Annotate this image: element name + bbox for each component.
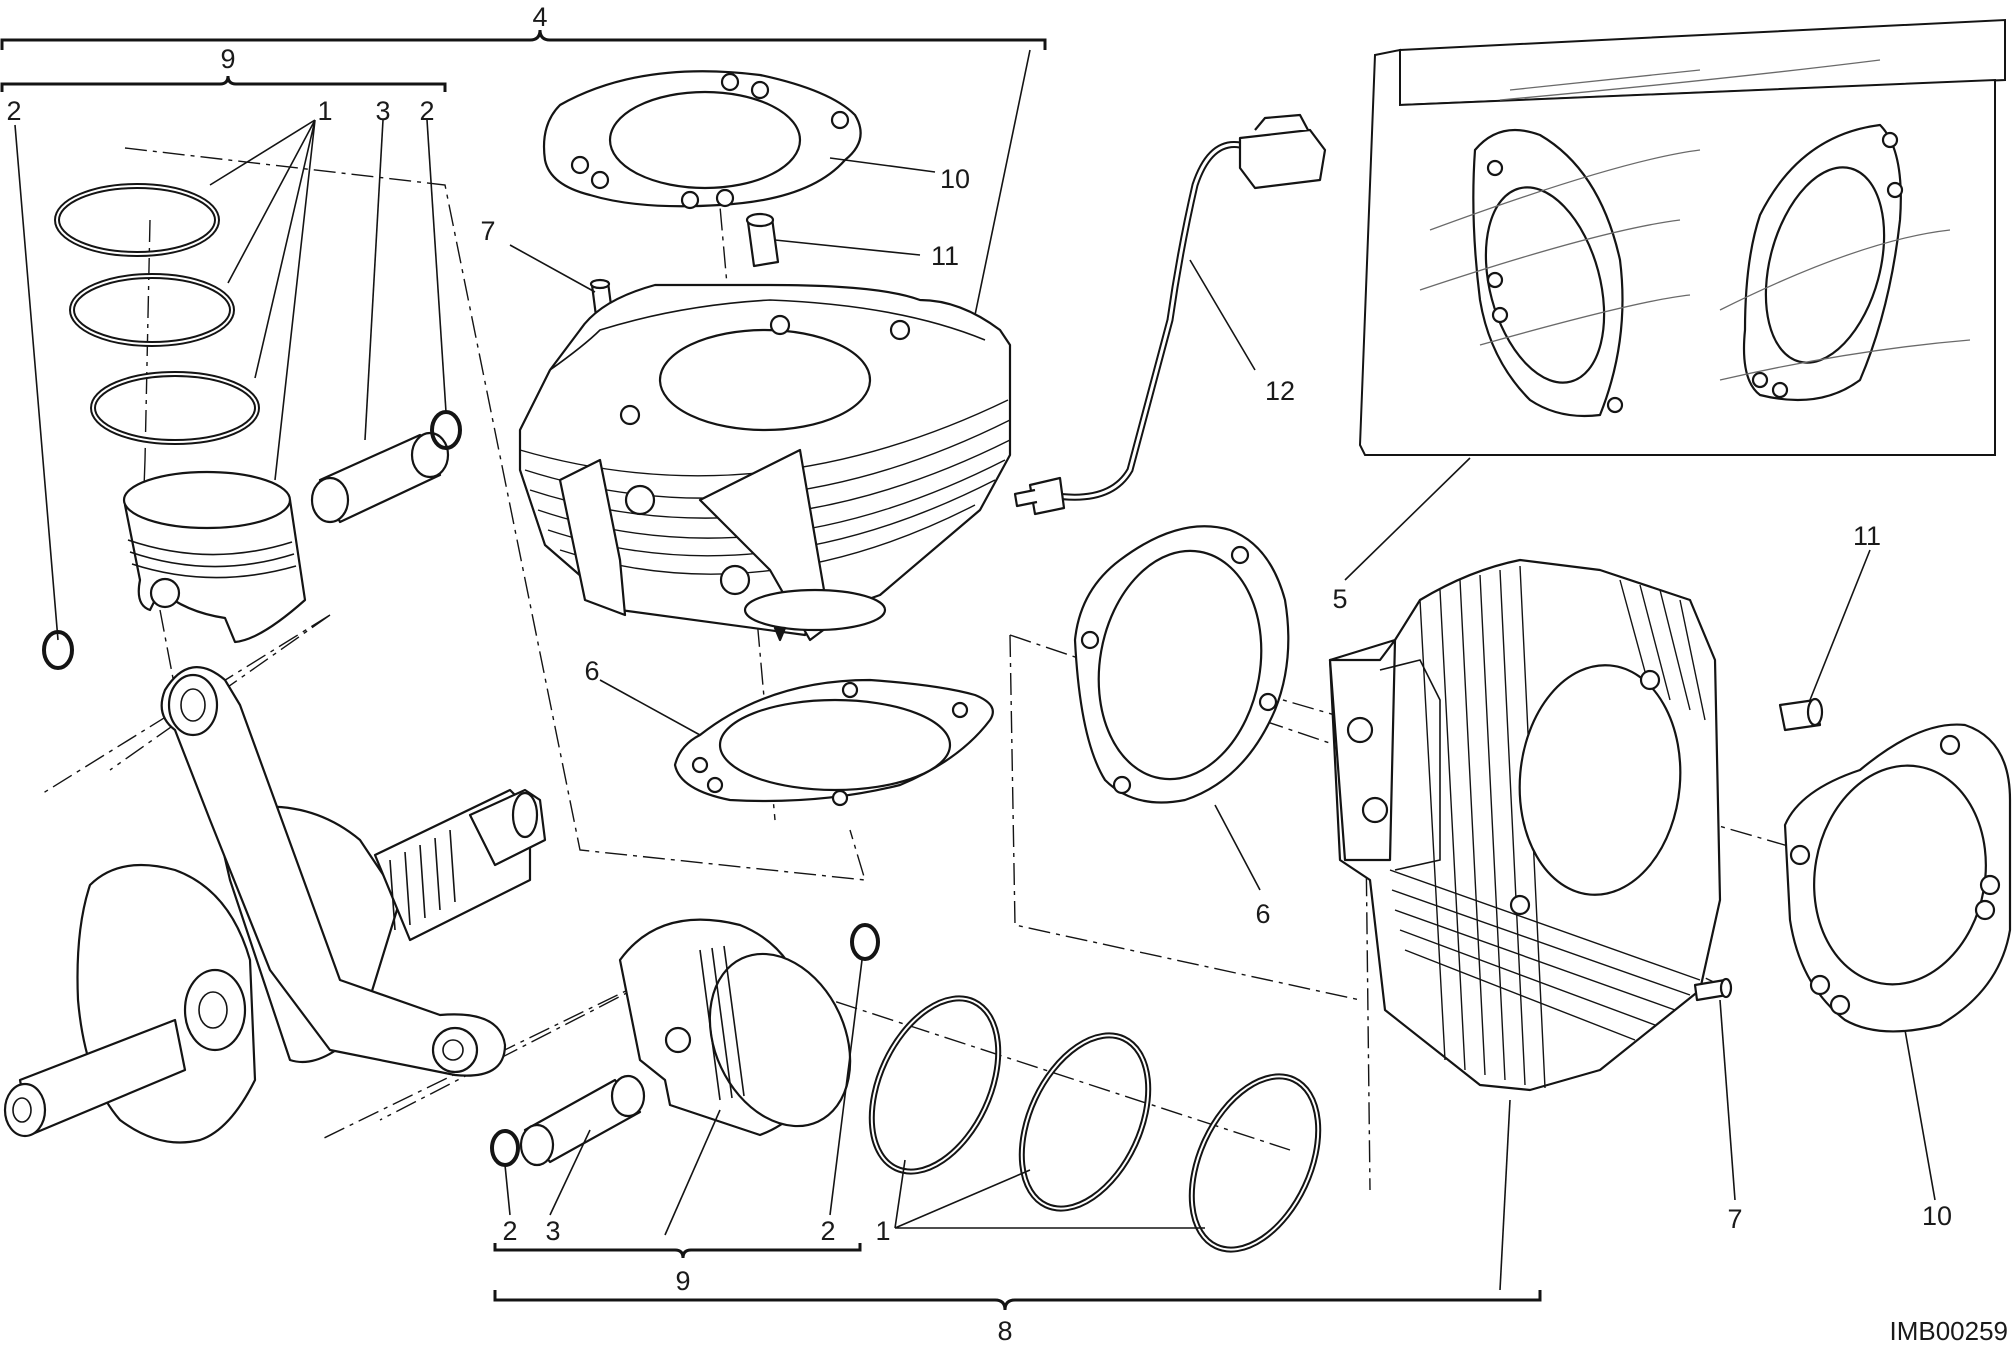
callout-top-ring-right: 2 xyxy=(419,96,434,126)
base-gasket-bottom xyxy=(1073,525,1290,804)
callout-bottom-base-gasket: 6 xyxy=(1255,899,1270,929)
dowel-sleeve-bottom xyxy=(1778,697,1824,732)
callout-top-sensor: 12 xyxy=(1265,376,1295,406)
callout-top-piston-group: 9 xyxy=(220,44,235,74)
callout-top-base-gasket: 6 xyxy=(584,656,599,686)
callout-top-pin: 3 xyxy=(375,96,390,126)
callout-top-ring-left: 2 xyxy=(6,96,21,126)
cylinder-bottom xyxy=(1328,558,1722,1092)
callout-bottom-pin: 3 xyxy=(545,1216,560,1246)
piston-group-bracket-9-top xyxy=(0,75,447,92)
callout-top-dowel: 7 xyxy=(480,216,495,246)
callout-bottom-dowel-sleeve: 11 xyxy=(1853,521,1881,551)
callout-top-head-gasket: 10 xyxy=(940,164,970,194)
base-gasket-top xyxy=(673,678,994,807)
callout-bottom-assembly: 8 xyxy=(997,1316,1012,1346)
leader-lines xyxy=(14,49,1936,1291)
piston-rings-bottom xyxy=(868,995,1322,1253)
dowel-bottom xyxy=(1693,977,1733,1002)
callout-bottom-ring-left: 2 xyxy=(502,1216,517,1246)
callout-bottom-rings: 1 xyxy=(875,1216,890,1246)
callout-top-dowel-sleeve: 11 xyxy=(931,241,959,271)
piston-top xyxy=(122,470,307,644)
callout-bottom-piston-group: 9 xyxy=(675,1266,690,1296)
gasket-kit-bag xyxy=(1358,18,2006,456)
figure-id: IMB00259 xyxy=(1889,1316,2008,1346)
head-gasket-top xyxy=(542,70,862,210)
cylinder-top xyxy=(518,283,1012,642)
callout-top-rings: 1 xyxy=(317,96,332,126)
piston-bottom xyxy=(618,918,852,1137)
wrist-pin-top xyxy=(310,431,450,524)
callout-bottom-dowel: 7 xyxy=(1727,1204,1742,1234)
callout-bottom-head-gasket: 10 xyxy=(1922,1201,1952,1231)
assembly-bracket-8 xyxy=(493,1290,1542,1311)
wrist-pin-bottom xyxy=(519,1074,646,1167)
callout-top-assembly: 4 xyxy=(532,2,547,32)
assembly-bracket-4 xyxy=(0,29,1047,50)
temperature-sensor xyxy=(1013,113,1327,516)
callout-gasket-kit: 5 xyxy=(1332,584,1347,614)
callout-bottom-ring-right: 2 xyxy=(820,1216,835,1246)
piston-group-bracket-9-bottom xyxy=(493,1243,862,1259)
connecting-rod xyxy=(160,666,507,1077)
piston-rings-top xyxy=(54,183,260,445)
circlip-bottom-left xyxy=(490,1129,520,1167)
circlip-bottom-right xyxy=(850,923,880,961)
head-gasket-bottom xyxy=(1783,723,2012,1033)
dowel-sleeve-top xyxy=(745,212,780,268)
